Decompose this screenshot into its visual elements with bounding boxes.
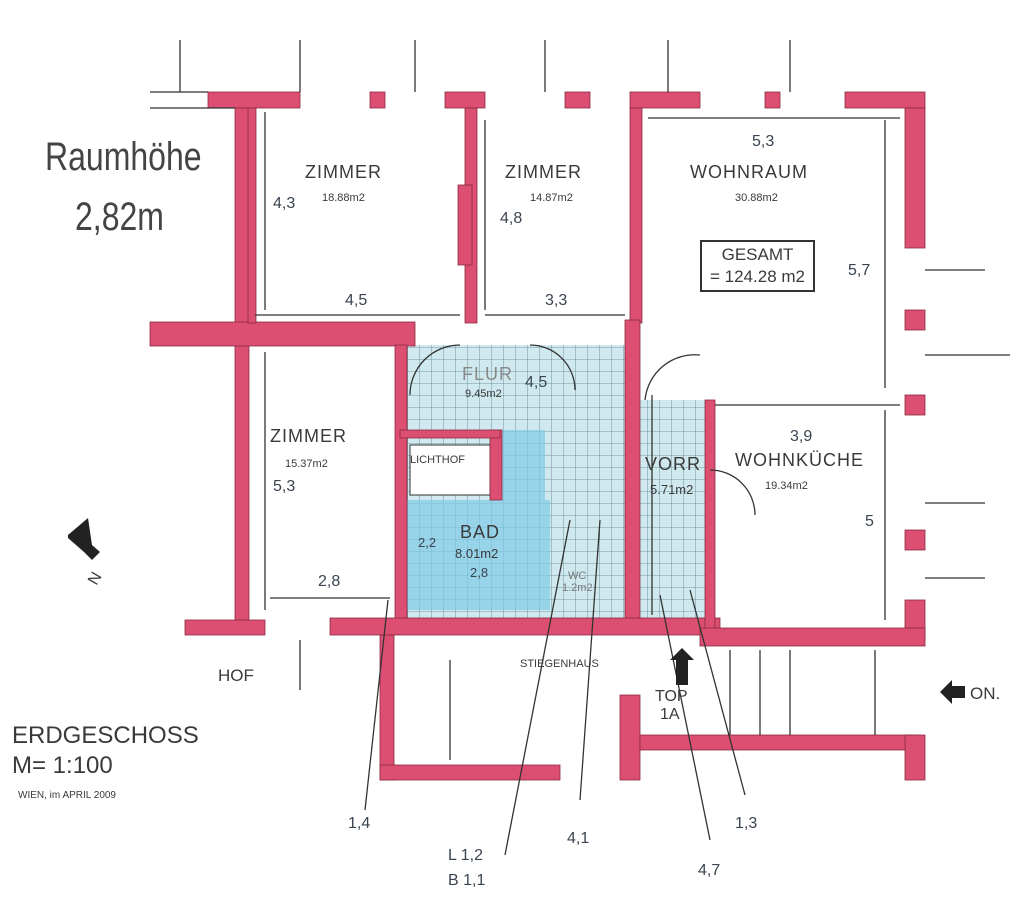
room-area: 1.2m2	[562, 582, 593, 594]
dimension: 5	[865, 513, 874, 530]
dimension: 4,8	[500, 210, 523, 227]
room-name: WOHNRAUM	[690, 162, 808, 182]
dimension: 2,8	[318, 573, 341, 590]
room-area: 9.45m2	[465, 388, 502, 400]
room-name: STIEGENHAUS	[520, 658, 599, 670]
walls	[149, 91, 926, 781]
total-label: GESAMT	[721, 245, 794, 264]
dimension: 2,8	[470, 565, 489, 580]
scale-label: M= 1:100	[12, 752, 113, 779]
dimension: 4,5	[525, 374, 548, 391]
dimension: 1,4	[348, 815, 371, 832]
dimension-lines	[150, 40, 1010, 856]
room-name: WC	[568, 570, 587, 582]
dimension: 4,7	[698, 862, 721, 879]
total-value: = 124.28 m2	[710, 267, 805, 286]
dimension: 4,1	[567, 830, 590, 847]
dimension: 2,2	[418, 535, 437, 550]
room-name: ZIMMER	[270, 426, 347, 446]
room-area: 15.37m2	[285, 458, 328, 470]
room-name: WOHNKÜCHE	[735, 450, 864, 470]
room-name: BAD	[460, 522, 501, 542]
total-area-box: GESAMT = 124.28 m2	[700, 240, 815, 292]
dimension: 3,9	[790, 428, 813, 445]
room-name: FLUR	[462, 364, 514, 384]
room-area: 18.88m2	[322, 192, 365, 204]
dimension: 1,3	[735, 815, 758, 832]
dimension: 5,7	[848, 262, 871, 279]
dimension: 3,3	[545, 292, 568, 309]
unit-number: 1A	[660, 706, 680, 723]
room-name: ZIMMER	[505, 162, 582, 182]
room-height-value: 2,82m	[75, 195, 164, 239]
entrance-arrow-icon	[940, 680, 965, 704]
dimension: 4,3	[273, 195, 296, 212]
room-area: 19.34m2	[765, 480, 808, 492]
room-name: HOF	[218, 666, 254, 685]
place-date-label: WIEN, im APRIL 2009	[18, 790, 116, 801]
room-area: 8.01m2	[455, 546, 499, 561]
room-area: 14.87m2	[530, 192, 573, 204]
dimension: L 1,2	[448, 847, 483, 864]
dimension: 4,5	[345, 292, 368, 309]
up-arrow-icon	[670, 648, 694, 685]
entrance-label: ON.	[970, 684, 1001, 703]
north-arrow-icon	[68, 518, 100, 560]
room-name: LICHTHOF	[410, 454, 465, 466]
floor-label: ERDGESCHOSS	[12, 722, 199, 749]
room-area: 5.71m2	[650, 482, 694, 497]
room-name: ZIMMER	[305, 162, 382, 182]
room-height-label: Raumhöhe	[45, 135, 202, 179]
room-area: 30.88m2	[735, 192, 778, 204]
tiled-area	[400, 345, 708, 625]
dimension: 5,3	[273, 478, 296, 495]
dimension: 5,3	[752, 133, 775, 150]
room-name: VORR	[645, 454, 702, 474]
unit-label: TOP	[655, 688, 688, 705]
dimension: B 1,1	[448, 872, 486, 889]
